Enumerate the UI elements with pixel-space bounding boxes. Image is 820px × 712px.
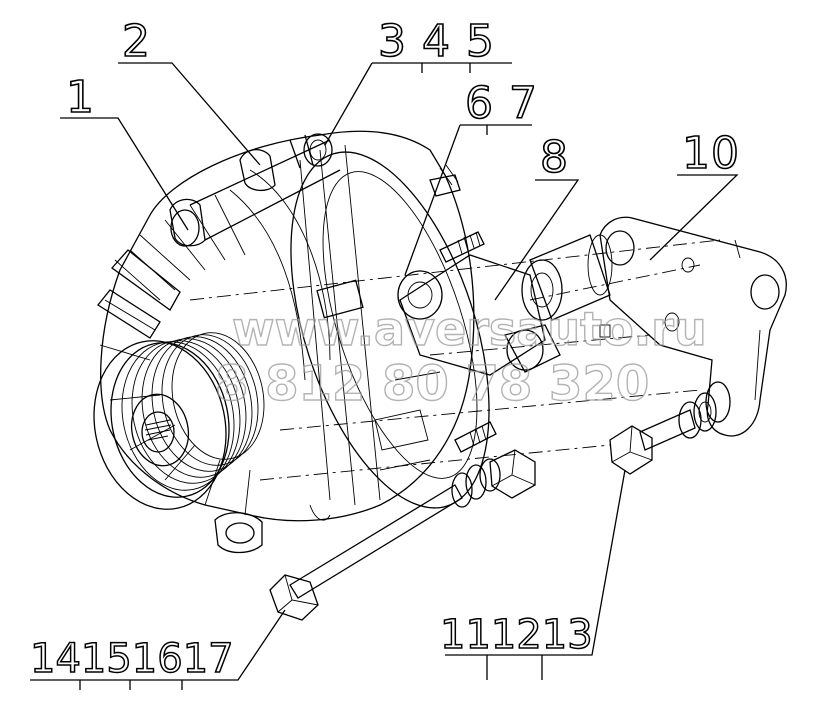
stud-bolt-upper bbox=[439, 231, 485, 263]
callout-2: 2 bbox=[122, 16, 151, 67]
watermark-site: www.aversauto.ru bbox=[232, 302, 707, 356]
tension-bolt bbox=[609, 381, 731, 475]
callout-10: 10 bbox=[682, 128, 740, 179]
drive-pulley bbox=[93, 332, 265, 510]
callout-1: 1 bbox=[66, 72, 95, 123]
stud-bolt-lower bbox=[454, 421, 497, 453]
watermark-phone: 8 812 80 78 320 bbox=[215, 356, 649, 412]
top-mounting-ear bbox=[169, 133, 341, 247]
callout-6-7: 6 7 bbox=[465, 78, 538, 129]
leader-lines bbox=[30, 62, 739, 690]
callout-11-12-13: 111213 bbox=[440, 612, 593, 658]
callout-3-4-5: 3 4 5 bbox=[378, 16, 495, 67]
callout-14-15-16-17: 14151617 bbox=[30, 636, 234, 682]
pivot-bolt bbox=[269, 449, 536, 621]
callout-8: 8 bbox=[540, 132, 569, 183]
adjusting-bracket bbox=[397, 254, 561, 376]
